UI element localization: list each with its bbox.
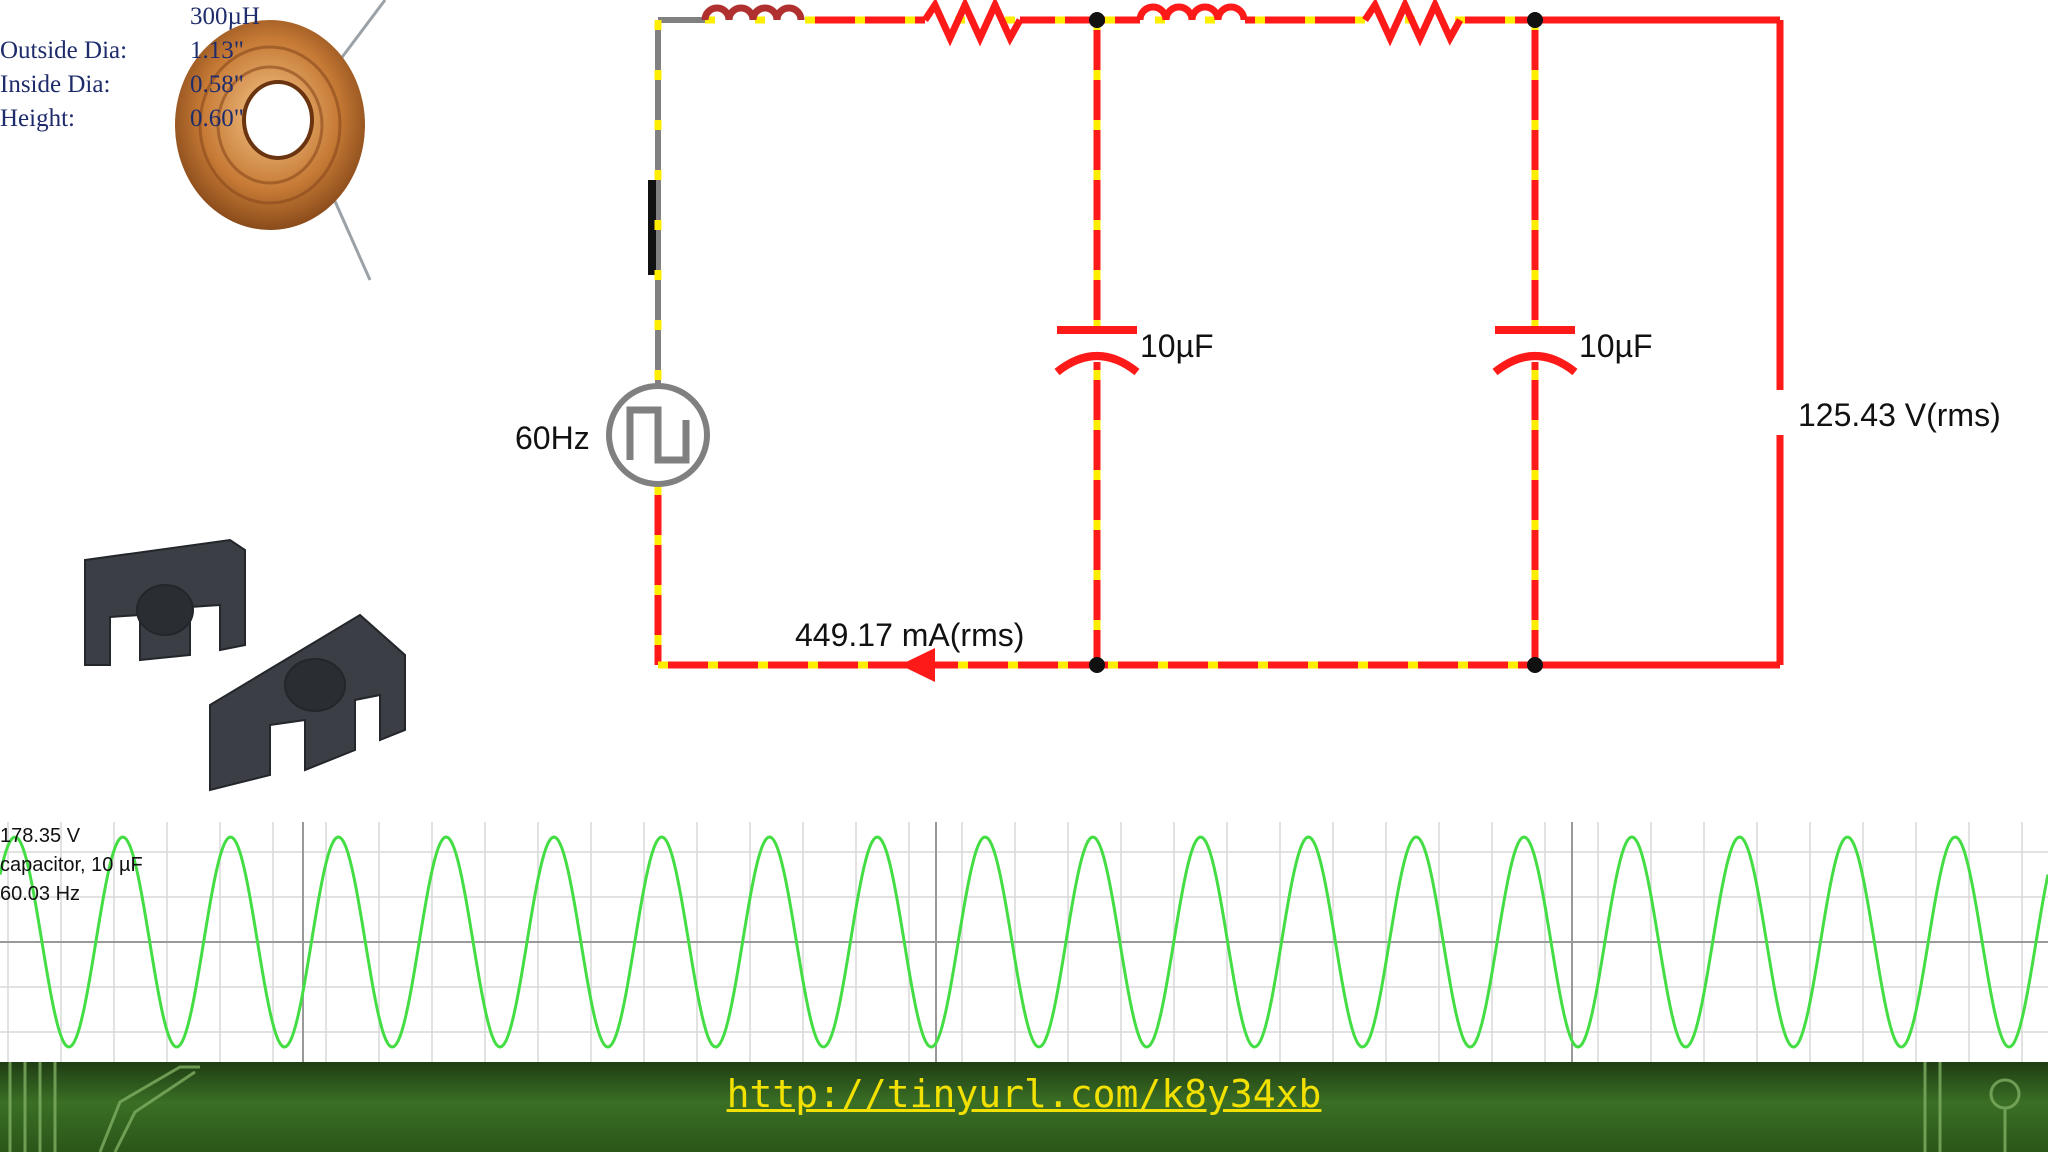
spec-label: Height: [0, 105, 75, 132]
resistor-2[interactable] [1362, 0, 1464, 47]
scope-frequency: 60.03 Hz [0, 883, 81, 905]
capacitor-1[interactable] [1054, 326, 1140, 376]
current-readout: 449.17 mA(rms) [795, 617, 1025, 653]
spec-value: 0.60" [190, 105, 244, 132]
spec-label: Outside Dia: [0, 37, 128, 64]
circuit-trace-decoration-left [8, 1062, 200, 1152]
scope-voltage: 178.35 V [0, 825, 81, 847]
capacitor-2[interactable] [1492, 326, 1578, 376]
capacitor-2-label: 10µF [1579, 328, 1653, 364]
current-direction-arrow [900, 648, 935, 682]
inductor-2[interactable] [1136, 3, 1248, 21]
current-dots [654, 16, 1539, 669]
spec-value: 1.13" [190, 37, 244, 64]
ferrite-core-photo [84, 538, 406, 792]
scope-info: 178.35 V capacitor, 10 µF 60.03 Hz [0, 822, 143, 909]
spec-label: Inside Dia: [0, 71, 111, 98]
coil-photo [175, 0, 387, 281]
capacitor-1-label: 10µF [1140, 328, 1214, 364]
circuit-trace-decoration-right [1923, 1062, 2021, 1152]
footer-bar: http://tinyurl.com/k8y34xb [0, 1062, 2048, 1152]
inductor-1[interactable] [701, 4, 805, 21]
voltage-readout: 125.43 V(rms) [1798, 397, 2001, 433]
scope-sine-trace [0, 835, 2048, 1049]
spec-value: 0.58" [190, 71, 244, 98]
source-frequency-label: 60Hz [515, 420, 590, 456]
coil-spec-table: 300µH Outside Dia: 1.13" Inside Dia: 0.58"… [0, 0, 340, 136]
scope-element: capacitor, 10 µF [0, 854, 143, 876]
inductance-value: 300µH [190, 3, 260, 30]
square-wave-source[interactable] [606, 383, 710, 487]
resistor-1[interactable] [922, 0, 1024, 47]
oscilloscope-plot[interactable] [0, 822, 2048, 1062]
circuit-diagram[interactable] [0, 0, 2048, 800]
junctions [1089, 12, 1543, 673]
footer-url-link[interactable]: http://tinyurl.com/k8y34xb [726, 1072, 1322, 1116]
